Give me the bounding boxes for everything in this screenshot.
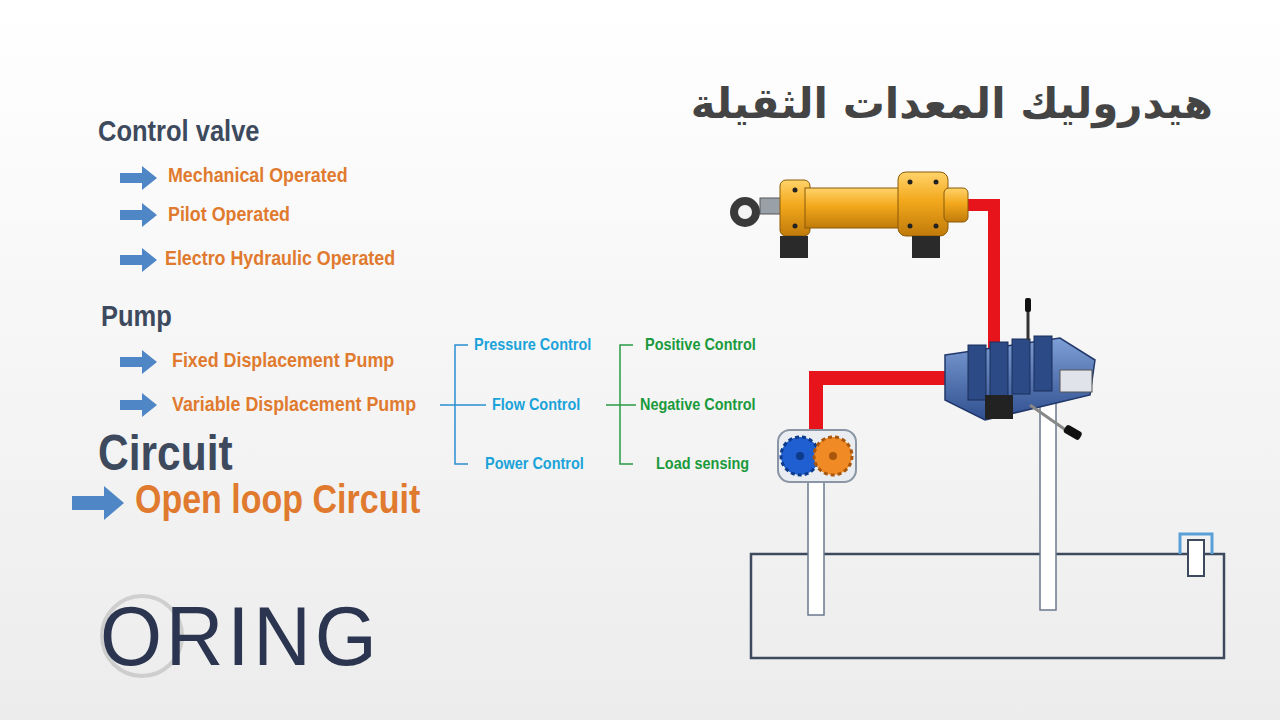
valve-end-cap — [1060, 370, 1092, 392]
gear — [814, 437, 852, 475]
branch-label: Flow Control — [492, 395, 580, 415]
pump-housing — [778, 430, 856, 482]
bullet-arrow — [120, 203, 157, 227]
bracket-line — [440, 404, 486, 406]
cylinder-cap — [898, 172, 948, 236]
cylinder-foot — [780, 236, 808, 258]
return-pipe — [1040, 392, 1056, 610]
tie-bolts — [793, 180, 939, 229]
rod-eye — [730, 197, 760, 227]
branch-label: Negative Control — [640, 395, 756, 415]
rod-eye-hole — [738, 205, 752, 219]
heading: Control valve — [98, 114, 260, 149]
lever-knob — [1025, 298, 1031, 312]
cylinder-clevis — [944, 188, 968, 222]
blue-bracket — [440, 345, 486, 464]
title: هيدروليك المعدات الثقيلة — [691, 80, 1213, 128]
list-item: Electro Hydraulic Operated — [165, 246, 395, 270]
section-item: Open loop Circuit — [135, 476, 420, 522]
bullet-arrow — [72, 486, 124, 520]
list-item: Pilot Operated — [168, 202, 290, 226]
branch-label: Load sensing — [656, 454, 749, 474]
valve-body — [945, 338, 1095, 420]
bullet-arrow — [120, 350, 157, 374]
breather-cap — [1180, 534, 1212, 554]
control-valve — [945, 298, 1095, 441]
solenoid — [985, 395, 1013, 419]
branch-label: Power Control — [485, 454, 584, 474]
valve-sections — [968, 336, 1052, 400]
cylinder-foot — [912, 236, 940, 258]
gear-pump — [778, 430, 856, 482]
section-heading: Circuit — [98, 425, 233, 483]
valve-section — [1034, 336, 1052, 391]
bullet-arrow — [120, 393, 157, 417]
suction-pipe — [808, 478, 824, 615]
branch-label: Positive Control — [645, 335, 756, 355]
pressure-line — [968, 205, 994, 350]
branch-label: Pressure Control — [474, 335, 591, 355]
valve-section — [1012, 339, 1030, 394]
lever-knob — [1063, 424, 1083, 441]
valve-section — [968, 345, 986, 400]
logo-text: ORING — [100, 588, 381, 685]
bracket-line — [620, 345, 633, 464]
list-item: Variable Displacement Pump — [172, 392, 416, 416]
gear-hub — [829, 452, 837, 460]
green-bracket — [606, 345, 636, 464]
bracket-line — [455, 345, 468, 464]
heading: Pump — [101, 299, 172, 334]
list-item: Mechanical Operated — [168, 163, 348, 187]
hydraulic-cylinder — [730, 172, 968, 258]
bullet-arrow — [120, 248, 157, 272]
bracket-line — [606, 404, 636, 406]
tank-breather — [1188, 540, 1204, 576]
bullet-arrow — [120, 166, 157, 190]
valve-lever — [1030, 405, 1070, 433]
gear-hub — [796, 452, 804, 460]
cylinder-barrel — [805, 188, 905, 228]
list-item: Fixed Displacement Pump — [172, 348, 394, 372]
valve-section — [990, 342, 1008, 397]
